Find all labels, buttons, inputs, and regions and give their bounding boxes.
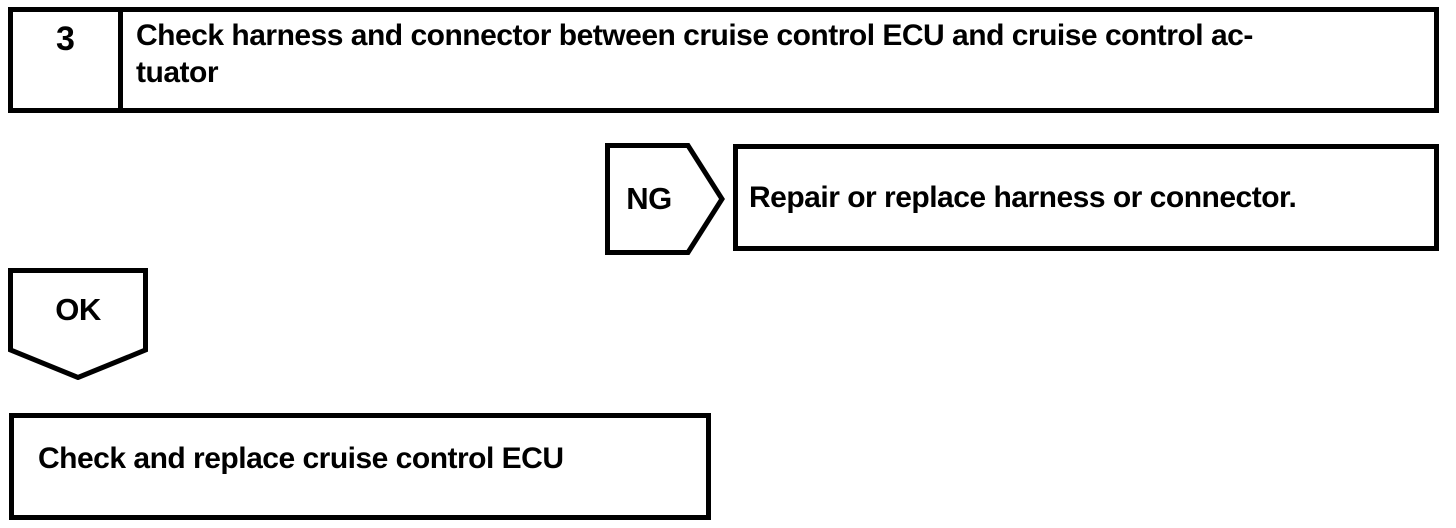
ng-action-text: Repair or replace harness or connector. xyxy=(749,180,1297,214)
ng-label: NG xyxy=(626,181,672,216)
ok-action-text: Check and replace cruise control ECU xyxy=(38,442,564,475)
ok-action-box: Check and replace cruise control ECU xyxy=(9,413,711,520)
step-instruction-line2: tuator xyxy=(136,56,218,89)
ng-branch-arrow: NG xyxy=(605,143,725,255)
ng-arrow-shape xyxy=(605,143,725,255)
ok-arrow-shape xyxy=(8,268,148,380)
ng-arrow-svg xyxy=(605,143,725,255)
ok-branch-arrow: OK xyxy=(8,268,148,380)
step-instruction: Check harness and connector between crui… xyxy=(123,12,1253,108)
step-instruction-line1: Check harness and connector between crui… xyxy=(136,19,1253,52)
ng-action-box: Repair or replace harness or connector. xyxy=(733,144,1439,251)
step-header-box: 3 Check harness and connector between cr… xyxy=(8,7,1439,113)
ok-arrow-svg xyxy=(8,268,148,380)
ok-label: OK xyxy=(55,292,101,327)
step-number: 3 xyxy=(13,12,123,108)
